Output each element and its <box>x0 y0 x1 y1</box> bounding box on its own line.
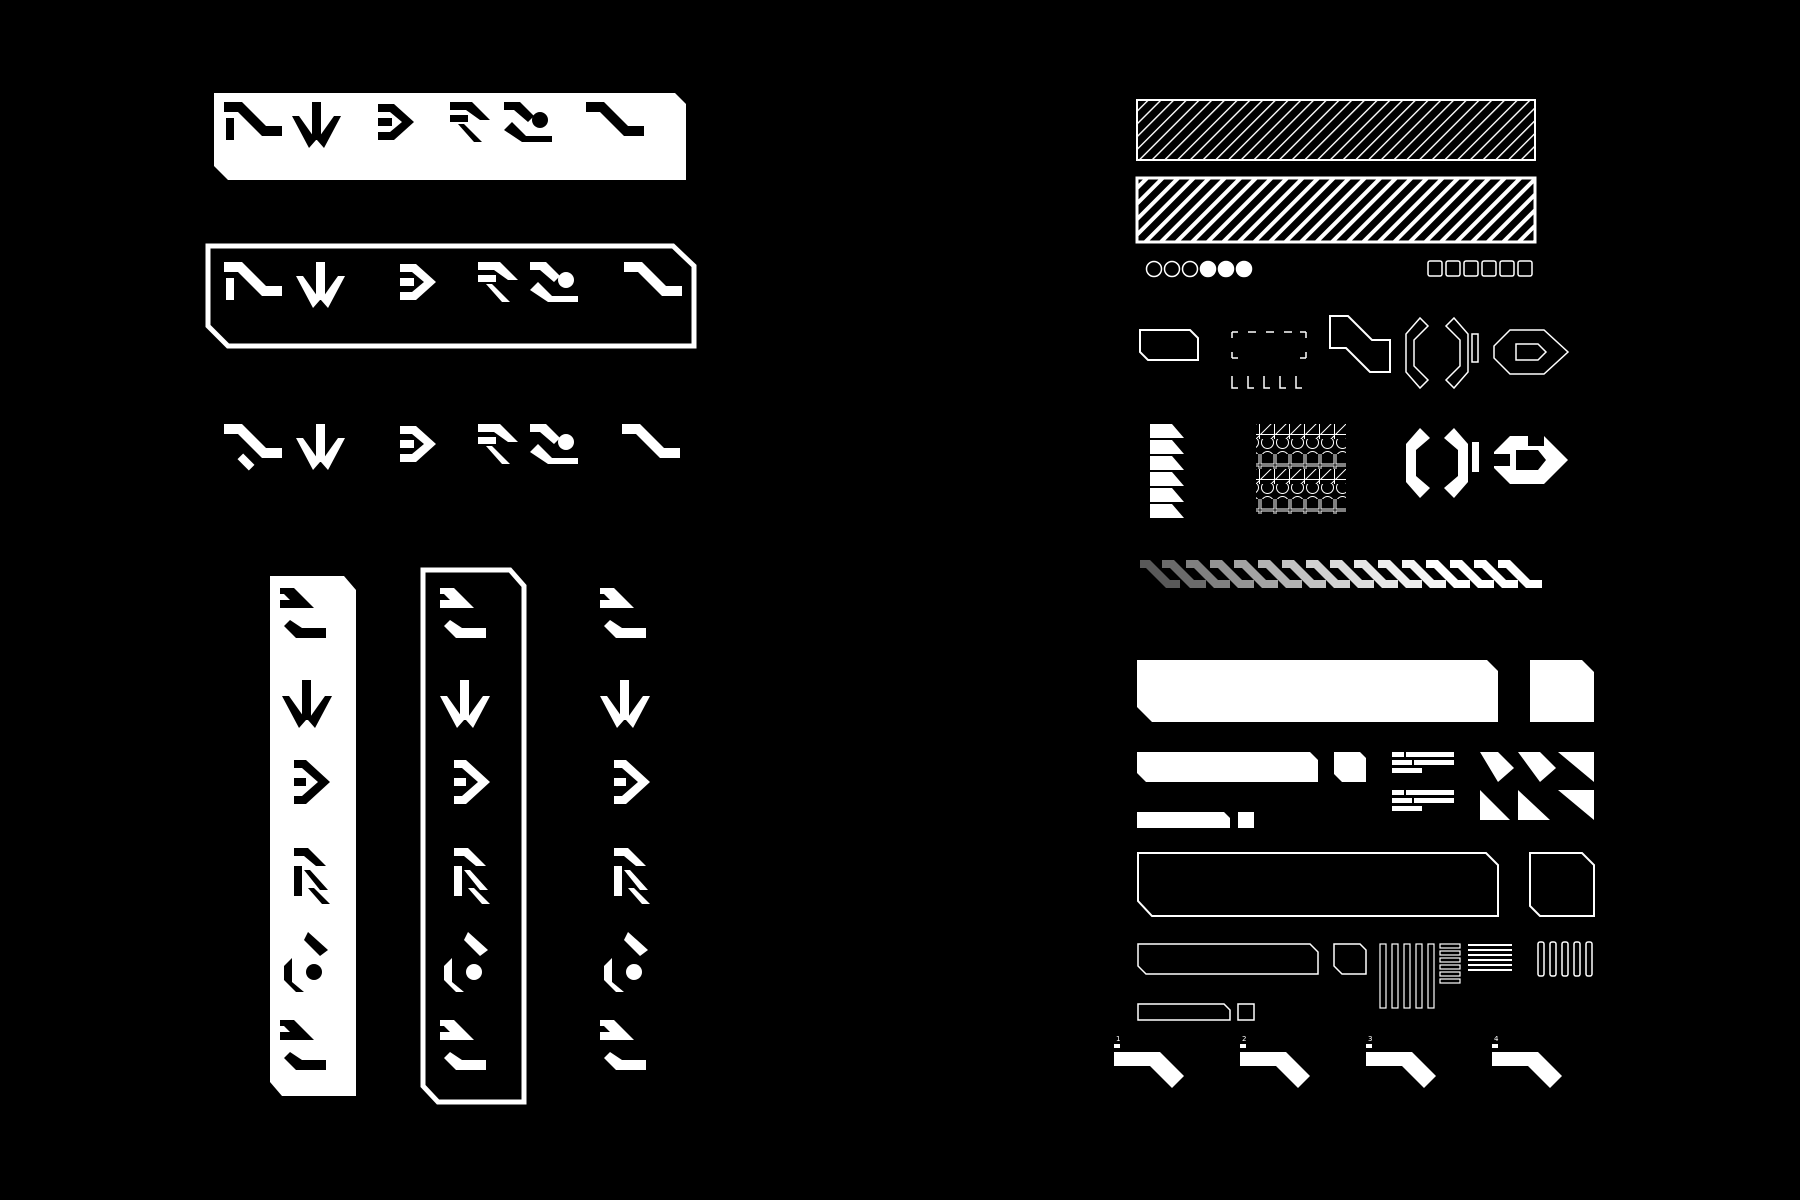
bar-list-lines <box>1392 752 1454 811</box>
outline-panel-small <box>1137 1003 1255 1021</box>
glyph-angle-step-icon <box>622 424 680 458</box>
bracket-solid-icon <box>1406 428 1479 498</box>
corner-marker-1: 1 <box>1114 1035 1184 1088</box>
glyph-rake-icon <box>294 848 330 904</box>
glyph-dot-node-icon <box>444 932 488 992</box>
vertical-pill-bars <box>1537 941 1593 977</box>
glyph-column-filled <box>270 576 356 1096</box>
glyph-column-outlined <box>420 567 527 1105</box>
outline-panel-large <box>1137 852 1499 917</box>
solid-panel-medium <box>1137 752 1366 782</box>
hatched-bar-thin <box>1136 99 1536 161</box>
dashed-bracket-frame <box>1231 331 1307 389</box>
glyph-rake-icon <box>454 848 490 904</box>
glyph-down-arrow-icon <box>600 680 650 728</box>
solid-panel-small <box>1137 812 1254 828</box>
hatched-bar-thick <box>1135 176 1537 244</box>
vertical-stripes-block <box>1379 943 1461 1009</box>
glyph-column-plain <box>600 588 650 1070</box>
square-indicator <box>1427 260 1533 277</box>
corner-marker-3: 3 <box>1366 1035 1436 1088</box>
glyph-down-arrow-icon <box>282 680 332 728</box>
glyph-down-arrow-icon <box>296 262 345 308</box>
glyph-chevron-right-icon <box>454 760 490 804</box>
glyph-angle-step-icon <box>600 1020 646 1070</box>
glyph-row-dark <box>224 102 644 148</box>
glyph-dot-node-icon <box>284 932 328 992</box>
glyph-dot-node-icon <box>530 424 578 464</box>
outline-tag-shape <box>1139 329 1199 361</box>
corner-label-4: 4 <box>1494 1035 1499 1043</box>
corner-label-2: 2 <box>1242 1035 1246 1043</box>
glyph-row-plain <box>224 424 680 471</box>
triangle-tiles <box>1480 752 1594 820</box>
glyph-chevron-right-icon <box>294 760 330 804</box>
glyph-rake-icon <box>478 262 518 302</box>
glyph-angle-step-icon <box>440 1020 486 1070</box>
corner-marker-4: 4 <box>1492 1035 1562 1088</box>
glyph-dot-node-icon <box>604 932 648 992</box>
glyph-angle-step-icon <box>224 102 282 140</box>
glyph-angle-step-icon <box>224 424 282 471</box>
glyph-angle-step-icon <box>224 262 282 300</box>
outline-panel-square <box>1529 852 1595 917</box>
solid-panel-square <box>1530 660 1594 722</box>
glyph-rake-icon <box>614 848 650 904</box>
glyph-angle-step-icon <box>586 102 644 136</box>
glyph-bar-outlined-horizontal <box>205 243 697 349</box>
glyph-chevron-right-icon <box>614 760 650 804</box>
glyph-down-arrow-icon <box>296 424 345 470</box>
glyph-chevron-right-icon <box>400 264 436 300</box>
bracket-outline-icon <box>1405 316 1479 390</box>
dot-indicator <box>1145 260 1253 278</box>
outline-panel-medium <box>1137 943 1367 975</box>
glyph-column-dark <box>280 588 332 1070</box>
glyph-angle-step-icon <box>280 588 326 638</box>
glyph-bar-filled-horizontal <box>214 93 686 180</box>
glyph-chevron-right-icon <box>378 104 414 140</box>
geometric-pattern-grid <box>1256 424 1346 514</box>
glyph-down-arrow-icon <box>292 102 341 148</box>
glyph-down-arrow-icon <box>440 680 490 728</box>
glyph-rake-icon <box>478 424 518 464</box>
stacked-chevron-tiles <box>1150 424 1184 518</box>
hex-target-solid-icon <box>1494 436 1568 484</box>
horizontal-stripes-block <box>1468 944 1512 971</box>
glyph-chevron-right-icon <box>400 426 436 462</box>
glyph-angle-step-icon <box>280 1020 326 1070</box>
glyph-dot-node-icon <box>530 262 578 302</box>
corner-marker-2: 2 <box>1240 1035 1310 1088</box>
glyph-row-light <box>224 262 682 308</box>
glyph-angle-step-icon <box>440 588 486 638</box>
glyph-angle-step-icon <box>624 262 682 296</box>
glyph-dot-node-icon <box>504 102 552 142</box>
glyph-rake-icon <box>450 102 490 142</box>
hex-target-outline-icon <box>1493 329 1570 375</box>
corner-label-3: 3 <box>1368 1035 1372 1043</box>
glyph-column-light <box>440 588 490 1070</box>
angle-step-motion-trail <box>1140 560 1542 588</box>
corner-label-1: 1 <box>1116 1035 1120 1043</box>
zigzag-outline-icon <box>1329 315 1391 373</box>
glyph-angle-step-icon <box>600 588 646 638</box>
solid-panel-large <box>1137 660 1498 722</box>
